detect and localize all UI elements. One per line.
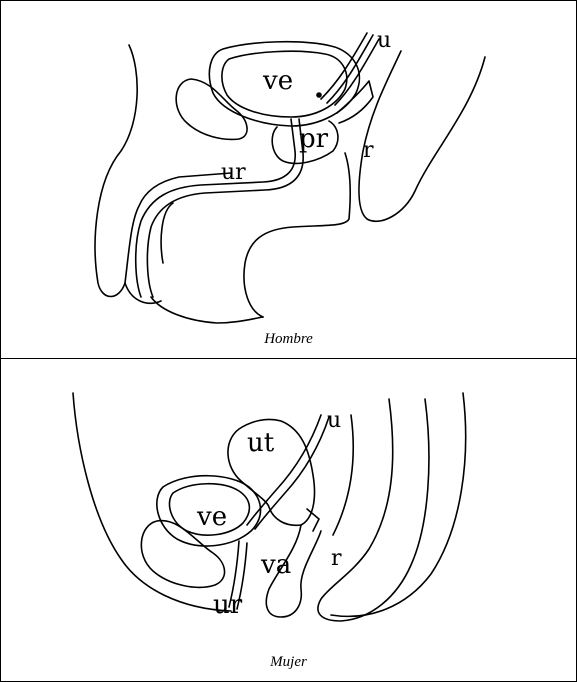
female-label-vagina: va xyxy=(260,550,291,580)
female-cervix-fold xyxy=(307,509,319,531)
male-ureter-2 xyxy=(327,35,373,103)
male-scrotum xyxy=(151,297,263,323)
female-inner-contour xyxy=(333,415,353,535)
male-rectum xyxy=(359,51,485,221)
female-label-bladder: ve xyxy=(196,502,227,532)
male-urethra-a xyxy=(136,119,295,297)
female-caption: Mujer xyxy=(1,654,576,671)
female-label-uterus: ut xyxy=(247,428,275,458)
male-penis-outline xyxy=(125,283,161,303)
male-label-bladder: ve xyxy=(262,66,293,96)
female-panel: ut u ve va r ur Mujer xyxy=(1,359,576,681)
male-panel: ve u pr r ur Hombre xyxy=(1,1,576,359)
male-urethra-b xyxy=(147,119,303,297)
male-caption: Hombre xyxy=(1,331,576,348)
female-pelvis-diagram: ut u ve va r ur xyxy=(1,359,576,681)
male-pelvis-diagram: ve u pr r ur xyxy=(1,1,576,358)
male-label-prostate: pr xyxy=(299,124,329,154)
male-seminal-vesicle xyxy=(337,81,373,123)
female-outer-contour-right xyxy=(331,393,466,616)
male-label-urethra: ur xyxy=(221,160,246,185)
male-label-rectum: r xyxy=(363,138,374,163)
female-label-rectum: r xyxy=(331,546,342,571)
male-penis-tip xyxy=(161,203,173,263)
male-label-ureter: u xyxy=(377,28,391,53)
female-label-urethra: ur xyxy=(213,590,243,620)
male-ureteral-orifice-dot xyxy=(317,93,321,97)
female-label-ureter: u xyxy=(327,408,341,433)
